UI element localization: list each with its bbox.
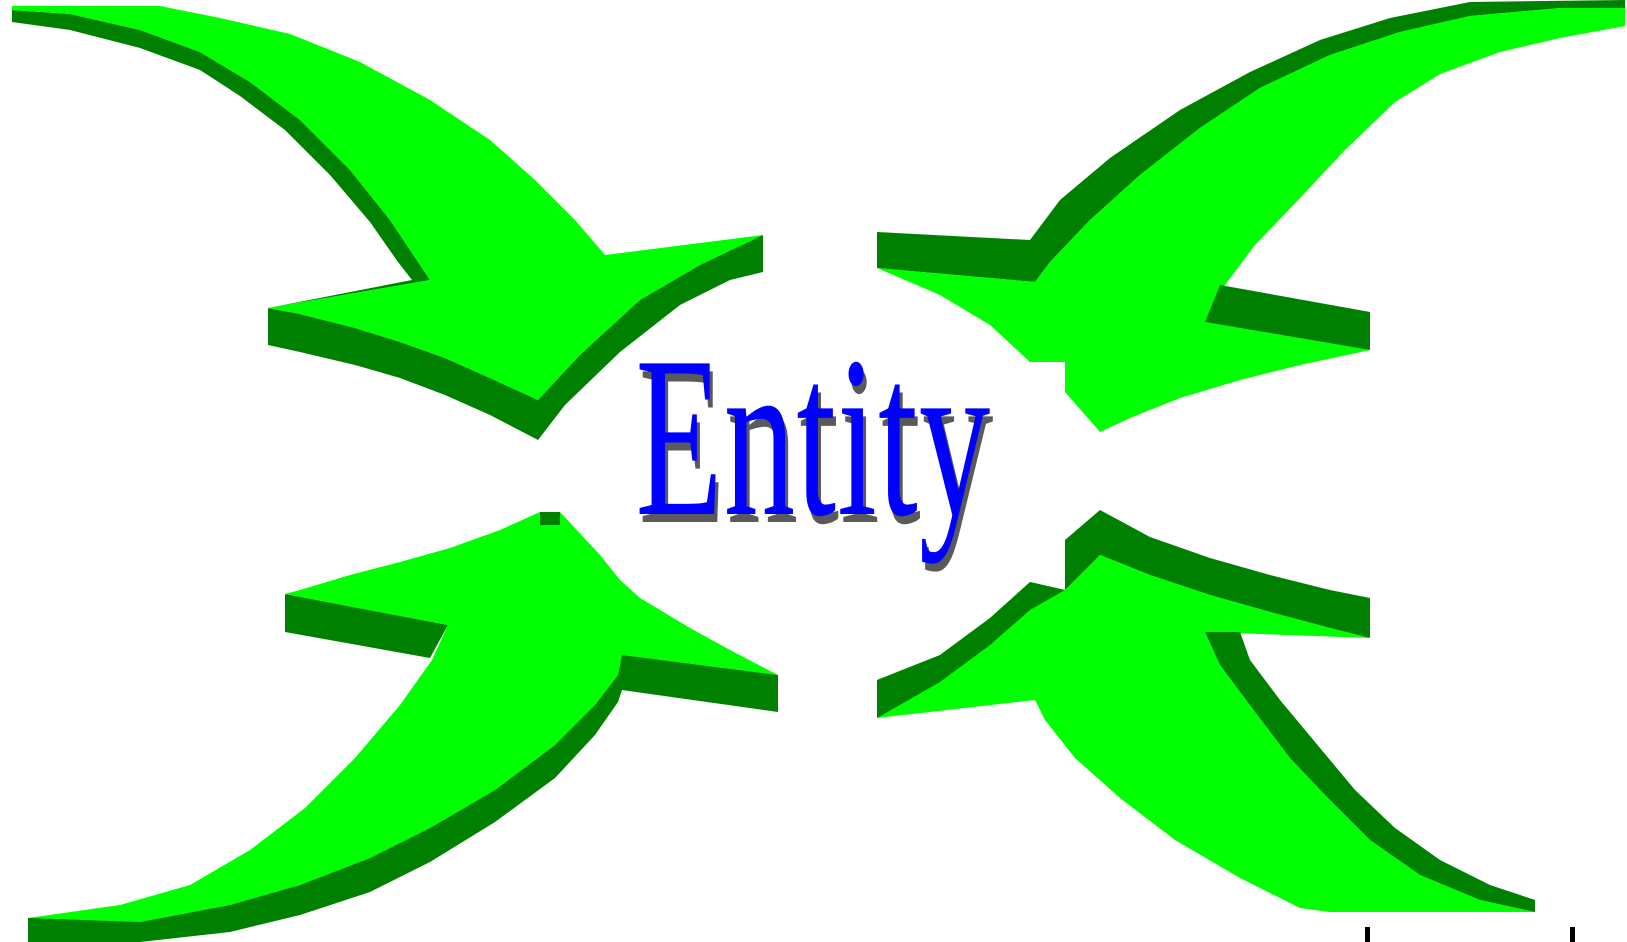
entity-title: Entity	[309, 322, 1318, 552]
entity-title-text: Entity	[635, 309, 991, 564]
edge-mark-2	[1570, 927, 1575, 942]
edge-mark-1	[1365, 927, 1370, 942]
arrow-bottom-left	[28, 512, 778, 942]
